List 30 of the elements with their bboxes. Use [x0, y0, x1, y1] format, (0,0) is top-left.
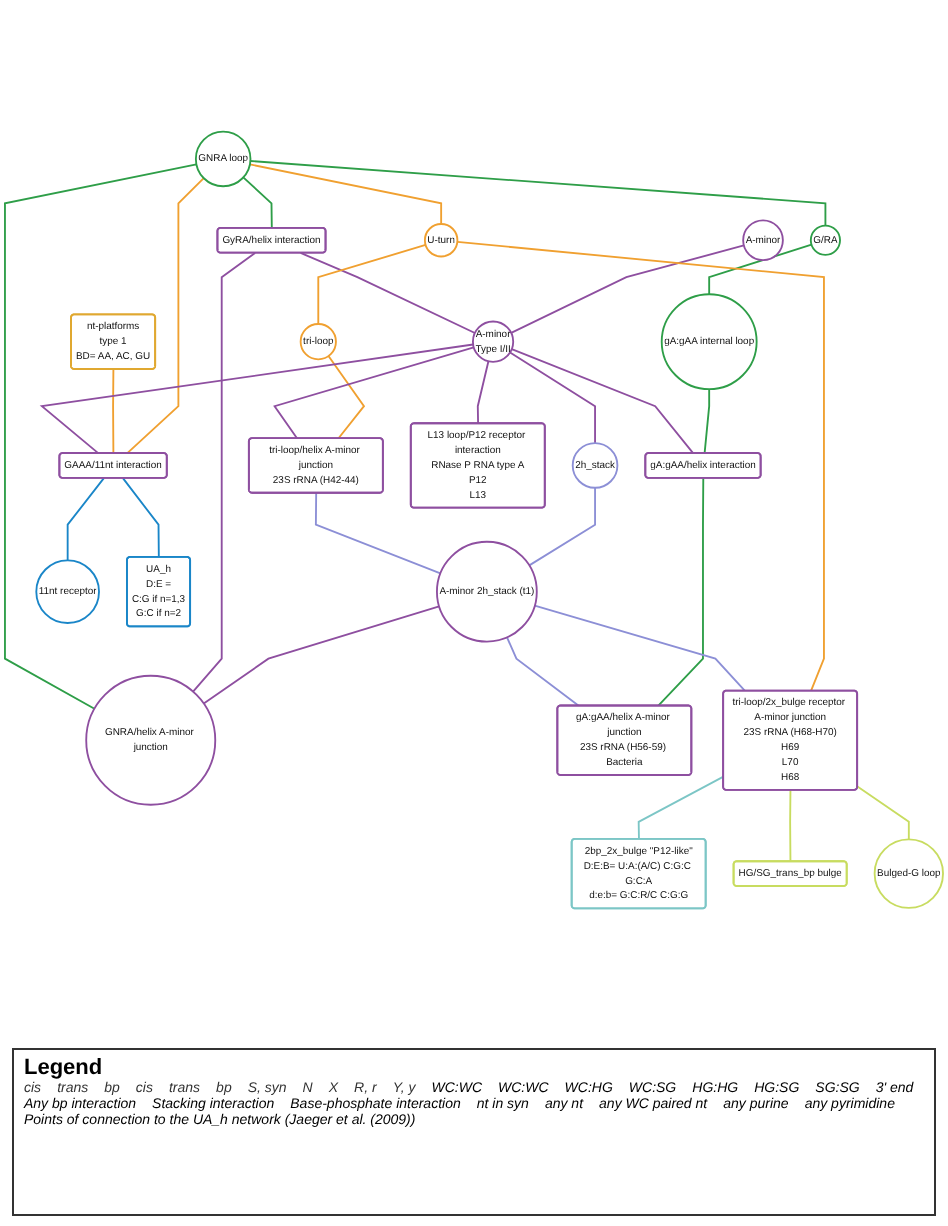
connector: [703, 388, 711, 455]
connector: [192, 252, 256, 693]
connector: [273, 346, 475, 440]
connector: [476, 360, 490, 425]
connector: [510, 348, 695, 455]
connector: [637, 775, 725, 841]
connector: [708, 243, 813, 296]
connector: [249, 163, 443, 225]
connector: [317, 244, 427, 325]
connector: [789, 789, 792, 863]
connector: [112, 368, 115, 455]
connector: [456, 240, 825, 692]
legend-title: Legend: [24, 1056, 105, 1080]
connector: [528, 486, 596, 567]
connector: [856, 785, 910, 841]
connector: [4, 163, 198, 710]
connector: [314, 492, 442, 575]
connector: [510, 244, 745, 334]
connector: [506, 636, 580, 707]
connector: [202, 605, 441, 705]
connector: [657, 477, 705, 707]
connector: [509, 351, 596, 445]
connector: [66, 477, 105, 562]
connector: [121, 477, 160, 559]
connector: [242, 176, 273, 230]
connector: [533, 604, 746, 692]
connector: [39, 343, 475, 455]
connector: [249, 160, 827, 227]
connector: [299, 252, 476, 334]
connector: [126, 177, 205, 455]
